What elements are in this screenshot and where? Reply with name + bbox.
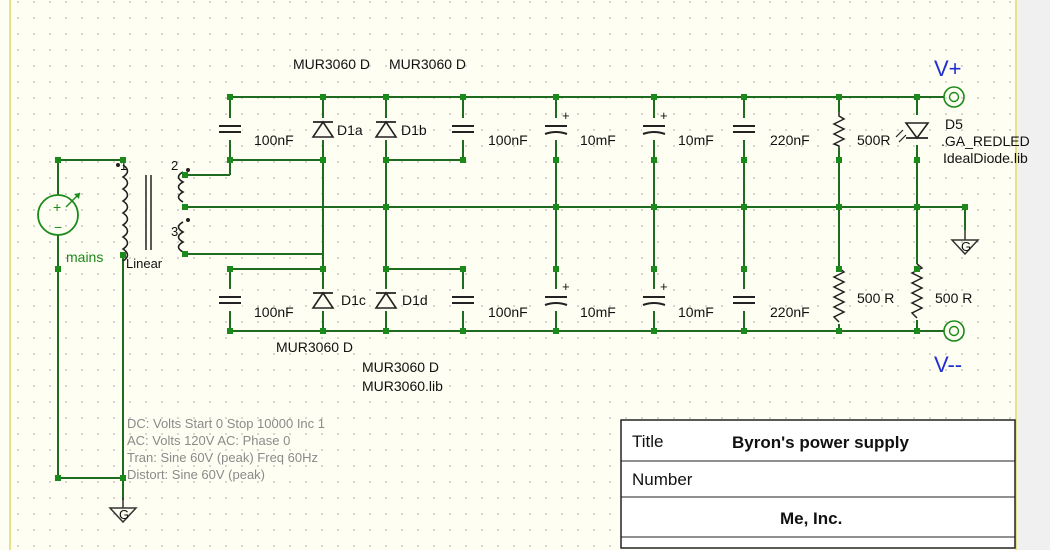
param-distort: Distort: Sine 60V (peak) (127, 467, 265, 482)
source-minus: − (54, 219, 62, 235)
cap-top-5-label: 220nF (770, 132, 810, 148)
led-d5[interactable]: D5 .GA_REDLED IdealDiode.lib (895, 115, 1030, 166)
cap-bottom-5-label: 220nF (770, 304, 810, 320)
diode-d1a-label: D1a (337, 122, 363, 138)
cap-top-4-plus: + (660, 108, 668, 123)
title-label: Title (632, 432, 664, 451)
resistor-top-label: 500R (857, 132, 890, 148)
cap-bottom-4[interactable]: + 10mF (642, 279, 714, 320)
cap-top-2-label: 100nF (488, 132, 528, 148)
param-ac: AC: Volts 120V AC: Phase 0 (127, 433, 290, 448)
cap-top-4-label: 10mF (678, 132, 714, 148)
diode-d1d[interactable]: D1d (374, 289, 428, 311)
diode-top-model-2: MUR3060 D (389, 56, 466, 72)
cap-top-4[interactable]: + 10mF (642, 108, 714, 148)
mains-source[interactable]: + − mains (37, 192, 103, 265)
cap-bottom-1-label: 100nF (254, 304, 294, 320)
transformer-name: Linear (126, 256, 163, 271)
title-value: Byron's power supply (732, 433, 909, 452)
cap-top-3[interactable]: + 10mF (544, 108, 616, 148)
cap-top-1[interactable]: 100nF (218, 118, 294, 148)
diode-d1d-label: D1d (402, 292, 428, 308)
diode-bottom-model-2: MUR3060 D (362, 359, 439, 375)
source-params: DC: Volts Start 0 Stop 10000 Inc 1 AC: V… (127, 416, 325, 482)
diode-top-model-1: MUR3060 D (293, 56, 370, 72)
cap-bottom-4-plus: + (660, 279, 668, 294)
source-plus: + (53, 199, 61, 215)
led-d5-ref: D5 (945, 116, 963, 132)
resistor-bottom-right-label: 500 R (935, 290, 972, 306)
resistor-bottom-left-label: 500 R (857, 290, 894, 306)
cap-bottom-3-label: 10mF (580, 304, 616, 320)
ground-symbol-right[interactable]: G (951, 229, 979, 255)
page-margin (1017, 0, 1050, 550)
led-d5-model: .GA_REDLED (941, 133, 1030, 149)
cap-top-3-plus: + (562, 108, 570, 123)
resistor-bottom-left[interactable]: 500 R (831, 267, 894, 324)
ground-symbol-bottom[interactable]: G (109, 497, 137, 523)
transformer-pin-1: 1 (120, 158, 127, 173)
ground-label-right: G (961, 239, 971, 254)
title-block[interactable]: Title Byron's power supply Number Me, In… (620, 419, 1016, 549)
diode-d1c-label: D1c (341, 292, 366, 308)
diode-d1b[interactable]: D1b (374, 118, 427, 140)
cap-top-5[interactable]: 220nF (732, 118, 810, 148)
diode-d1a[interactable]: D1a (311, 118, 363, 140)
diode-d1c[interactable]: D1c (311, 289, 366, 311)
company-name: Me, Inc. (780, 509, 842, 528)
cap-bottom-2[interactable]: 100nF (451, 289, 528, 320)
param-dc: DC: Volts Start 0 Stop 10000 Inc 1 (127, 416, 325, 431)
cap-bottom-5[interactable]: 220nF (732, 289, 810, 320)
led-d5-lib: IdealDiode.lib (943, 150, 1028, 166)
ground-label-bottom: G (119, 507, 129, 522)
resistor-bottom-right[interactable]: 500 R (909, 263, 972, 320)
diode-bottom-lib: MUR3060.lib (362, 378, 443, 394)
diode-bottom-model-1: MUR3060 D (276, 339, 353, 355)
cap-top-1-label: 100nF (254, 132, 294, 148)
source-name: mains (66, 249, 103, 265)
cap-top-2[interactable]: 100nF (451, 118, 528, 148)
number-label: Number (632, 470, 693, 489)
transformer-linear[interactable]: 1 2 3 Linear (116, 158, 190, 271)
cap-bottom-1[interactable]: 100nF (218, 289, 294, 320)
output-vpos-label: V+ (934, 56, 962, 81)
junction-dots (55, 94, 968, 481)
cap-bottom-3-plus: + (562, 279, 570, 294)
cap-bottom-3[interactable]: + 10mF (544, 279, 616, 320)
transformer-pin-3: 3 (171, 224, 178, 239)
cap-top-3-label: 10mF (580, 132, 616, 148)
output-vneg-label: V-- (934, 352, 962, 377)
cap-bottom-2-label: 100nF (488, 304, 528, 320)
resistor-top[interactable]: 500R (831, 111, 890, 149)
transformer-pin-2: 2 (171, 158, 178, 173)
param-tran: Tran: Sine 60V (peak) Freq 60Hz (127, 450, 318, 465)
diode-d1b-label: D1b (401, 122, 427, 138)
cap-bottom-4-label: 10mF (678, 304, 714, 320)
